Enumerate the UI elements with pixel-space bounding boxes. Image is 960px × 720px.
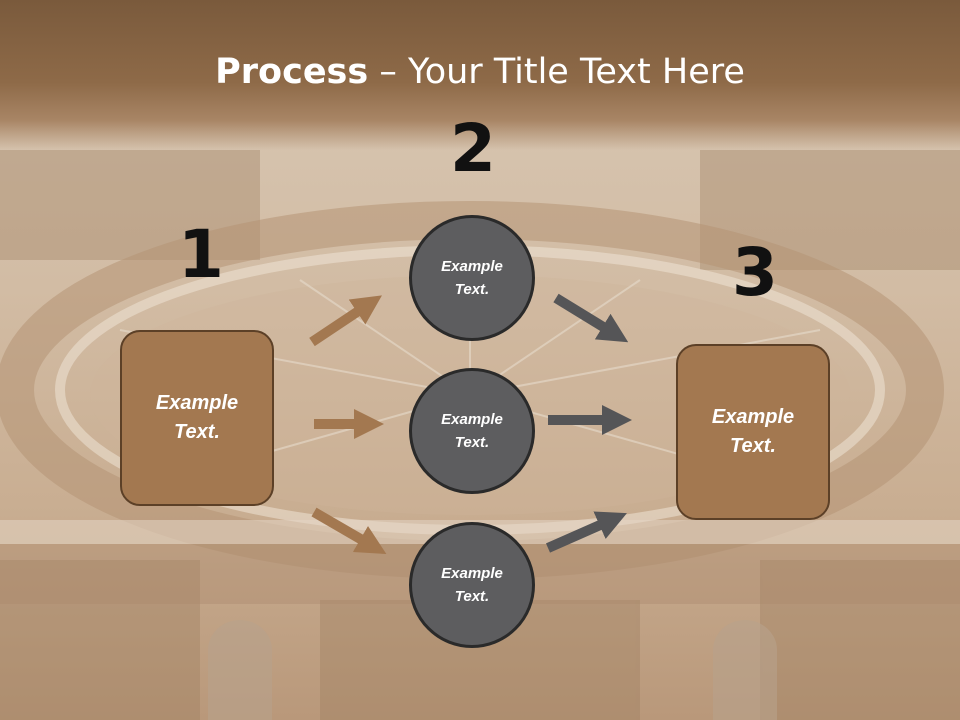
step-number-2: 2 [450, 110, 496, 187]
title-rest: Your Title Text Here [407, 52, 745, 92]
arrow-bottom-to-right [545, 511, 627, 553]
slide-title: Process – Your Title Text Here [0, 52, 960, 92]
step-number-1: 1 [178, 216, 224, 293]
top-circle-line-1: Example [441, 258, 503, 275]
arrow-top-to-right [553, 293, 629, 343]
title-band [0, 0, 960, 150]
title-dash: – [368, 52, 408, 92]
left-box-line-2: Text. [174, 421, 220, 443]
title-bold: Process [215, 52, 369, 92]
step-number-3: 3 [732, 234, 778, 311]
arrow-left-to-bottom [311, 507, 387, 555]
right-box-line-1: Example [711, 406, 795, 428]
bottom-circle-line-2: Text. [454, 588, 490, 605]
arrow-left-to-top [309, 295, 382, 347]
top-circle-line-2: Text. [454, 281, 490, 298]
bottom-circle-line-1: Example [441, 565, 503, 582]
middle-circle-line-1: Example [441, 411, 503, 428]
left-box-line-1: Example [155, 392, 239, 414]
middle-circle-line-2: Text. [454, 434, 490, 451]
right-box-line-2: Text. [730, 435, 776, 457]
